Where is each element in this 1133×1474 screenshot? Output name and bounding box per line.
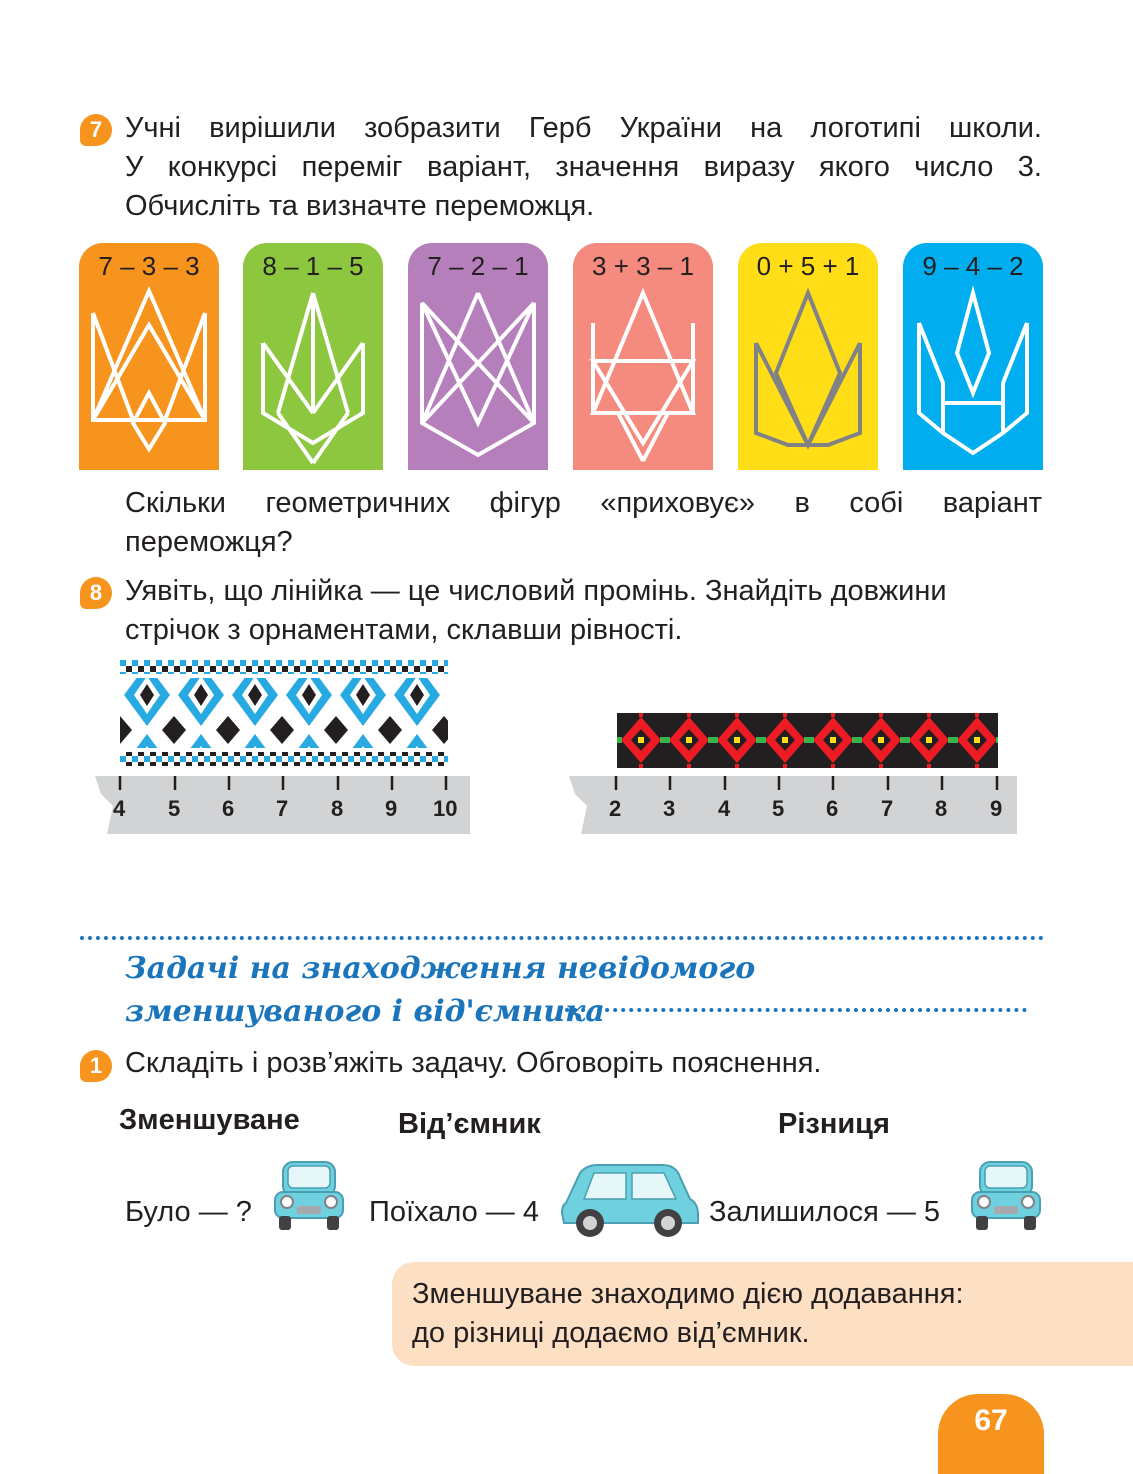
trident-card-5[interactable]: 0 + 5 + 1 bbox=[738, 243, 878, 470]
ruler-2-tick-2: 2 bbox=[609, 796, 622, 821]
trident-card-1[interactable]: 7 – 3 – 3 bbox=[79, 243, 219, 470]
rule-line-1: Зменшуване знаходимо дією додавання: bbox=[412, 1278, 964, 1310]
ruler-2-tick-5: 5 bbox=[772, 796, 785, 821]
card-expression: 7 – 2 – 1 bbox=[427, 251, 529, 281]
section-heading-line-2: зменшуваного і від'ємника bbox=[125, 994, 605, 1029]
task-1-number: 1 bbox=[80, 1050, 112, 1082]
trident-card-2[interactable]: 8 – 1 – 5 bbox=[243, 243, 383, 470]
ornament-ribbon-blue bbox=[120, 660, 448, 766]
column-minuend: Зменшуване bbox=[119, 1104, 300, 1136]
rule-box: Зменшуване знаходимо дією додавання: до … bbox=[392, 1262, 1133, 1366]
ruler-2-tick-7: 7 bbox=[881, 796, 894, 821]
trident-figure bbox=[589, 287, 697, 462]
ruler-2-tick-8: 8 bbox=[935, 796, 948, 821]
section-heading-line-1: Задачі на знаходження невідомого bbox=[125, 951, 756, 986]
ruler-1-tick-8: 8 bbox=[331, 796, 344, 821]
car-front-icon bbox=[971, 1161, 1041, 1230]
trident-card-6[interactable]: 9 – 4 – 2 bbox=[903, 243, 1043, 470]
ruler-1-tick-7: 7 bbox=[276, 796, 289, 821]
section-divider bbox=[80, 936, 1044, 940]
ruler-2 bbox=[569, 776, 1017, 834]
card-expression: 7 – 3 – 3 bbox=[98, 251, 200, 281]
task-1-text: Складіть і розв’яжіть задачу. Обговоріть… bbox=[125, 1047, 822, 1079]
column-subtrahend: Від’ємник bbox=[398, 1108, 541, 1140]
task-7-question-line-1: Скільки геометричних фігур «приховує» в … bbox=[125, 487, 1042, 519]
task-7-line-1: Учні вирішили зобразити Герб України на … bbox=[125, 112, 1042, 144]
ruler-2-tick-3: 3 bbox=[663, 796, 676, 821]
was-label: Було — ? bbox=[125, 1196, 252, 1228]
ruler-1 bbox=[95, 776, 470, 834]
task-8-number: 8 bbox=[80, 577, 112, 609]
task-8-line-1: Уявіть, що лінійка — це числовий промінь… bbox=[125, 575, 947, 607]
trident-card-3[interactable]: 7 – 2 – 1 bbox=[408, 243, 548, 470]
page-number: 67 bbox=[938, 1394, 1044, 1474]
ruler-1-tick-6: 6 bbox=[222, 796, 235, 821]
heading-trailing-dots bbox=[565, 1008, 1027, 1012]
ruler-1-tick-4: 4 bbox=[113, 796, 126, 821]
card-expression: 0 + 5 + 1 bbox=[756, 251, 860, 281]
column-difference: Різниця bbox=[778, 1108, 890, 1140]
trident-figure bbox=[261, 292, 365, 465]
remained-label: Залишилося — 5 bbox=[709, 1196, 941, 1228]
trident-figure bbox=[420, 292, 536, 458]
card-expression: 9 – 4 – 2 bbox=[922, 251, 1024, 281]
task-7-question-line-2: переможця? bbox=[125, 526, 293, 558]
task-8-line-2: стрічок з орнаментами, склавши рівності. bbox=[125, 614, 683, 646]
ruler-1-tick-10: 10 bbox=[433, 796, 458, 821]
trident-figure bbox=[754, 287, 862, 450]
ruler-1-tick-9: 9 bbox=[385, 796, 398, 821]
left-label: Поїхало — 4 bbox=[369, 1196, 539, 1228]
ruler-2-tick-9: 9 bbox=[990, 796, 1003, 821]
rule-line-2: до різниці додаємо від’ємник. bbox=[412, 1317, 810, 1349]
ruler-1-tick-5: 5 bbox=[168, 796, 181, 821]
ruler-2-tick-6: 6 bbox=[826, 796, 839, 821]
card-expression: 8 – 1 – 5 bbox=[262, 251, 364, 281]
card-expression: 3 + 3 – 1 bbox=[592, 251, 694, 281]
task-7-line-2: У конкурсі переміг варіант, значення вир… bbox=[125, 151, 1042, 183]
ornament-ribbon-red bbox=[617, 713, 998, 768]
trident-figure bbox=[917, 285, 1029, 456]
task-7-line-3: Обчисліть та визначте переможця. bbox=[125, 190, 595, 222]
ruler-2-tick-4: 4 bbox=[718, 796, 731, 821]
car-side-icon bbox=[560, 1164, 699, 1237]
trident-card-4[interactable]: 3 + 3 – 1 bbox=[573, 243, 713, 470]
car-front-icon bbox=[274, 1161, 344, 1230]
task-7-number: 7 bbox=[80, 114, 112, 146]
trident-figure bbox=[91, 285, 207, 453]
